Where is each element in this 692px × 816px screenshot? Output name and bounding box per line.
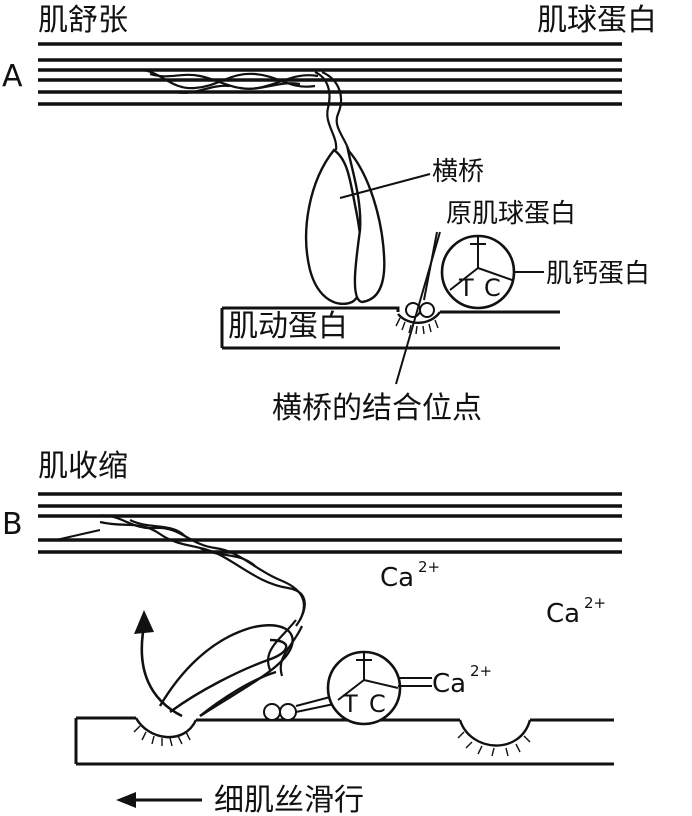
troponin-label: 肌钙蛋白 (546, 259, 650, 289)
binding-site-groove-a (397, 311, 441, 324)
actin-filament-b (74, 716, 614, 766)
panel-a-state-label: 肌舒张 (38, 3, 128, 38)
panel-b-letter: B (2, 507, 23, 542)
myosin-tail-b (95, 514, 306, 677)
troponin-c-label-b: C (369, 690, 386, 718)
crossbridge-label: 横桥 (432, 157, 484, 187)
troponin-complex-a: T C (440, 234, 516, 310)
tropomyosin-b (263, 695, 335, 721)
calcium-ion-2-charge: 2+ (584, 594, 606, 612)
actin-filament-a (220, 306, 560, 350)
crossbridge-swing-arrow (140, 625, 183, 718)
binding-site-leader-line (395, 231, 441, 385)
actin-label: 肌动蛋白 (228, 309, 348, 344)
troponin-t-label-b: T (342, 690, 358, 718)
panel-b-state-label: 肌收缩 (38, 449, 128, 484)
panel-a-myosin-label: 肌球蛋白 (537, 3, 657, 38)
troponin-c-label-a: C (484, 274, 501, 302)
myosin-tail-a (139, 68, 352, 157)
tropomyosin-label: 原肌球蛋白 (446, 199, 576, 229)
binding-site-groove-b1 (134, 717, 198, 739)
panel-b: 肌收缩 B (2, 449, 622, 816)
calcium-ion-2: Ca (546, 599, 580, 629)
tail-anchor-b (55, 529, 101, 541)
calcium-ion-1-charge: 2+ (418, 558, 440, 576)
crossbridge-leader-line (339, 173, 431, 199)
calcium-ion-1: Ca (380, 563, 414, 593)
panel-a-letter: A (2, 59, 23, 94)
sliding-label: 细肌丝滑行 (214, 783, 364, 816)
calcium-ion-3-charge: 2+ (470, 662, 492, 680)
binding-site-hatch-b (133, 725, 531, 757)
binding-site-hatch-a (395, 317, 439, 335)
binding-site-groove-b2 (458, 719, 532, 747)
crossbridge-head-a (304, 145, 386, 306)
troponin-complex-b: T C (326, 650, 402, 726)
crossbridge-head-b (158, 624, 294, 718)
tropomyosin-beads-a (405, 302, 435, 318)
sliding-arrow-head (116, 792, 136, 808)
thick-filament-b (38, 492, 622, 554)
swing-arrow-head (134, 610, 154, 634)
calcium-ion-3: Ca (432, 669, 466, 699)
troponin-t-label-a: T (458, 274, 474, 302)
binding-site-label: 横桥的结合位点 (272, 391, 482, 426)
panel-a: 肌舒张 肌球蛋白 A 横桥 原肌球蛋白 (2, 3, 657, 426)
